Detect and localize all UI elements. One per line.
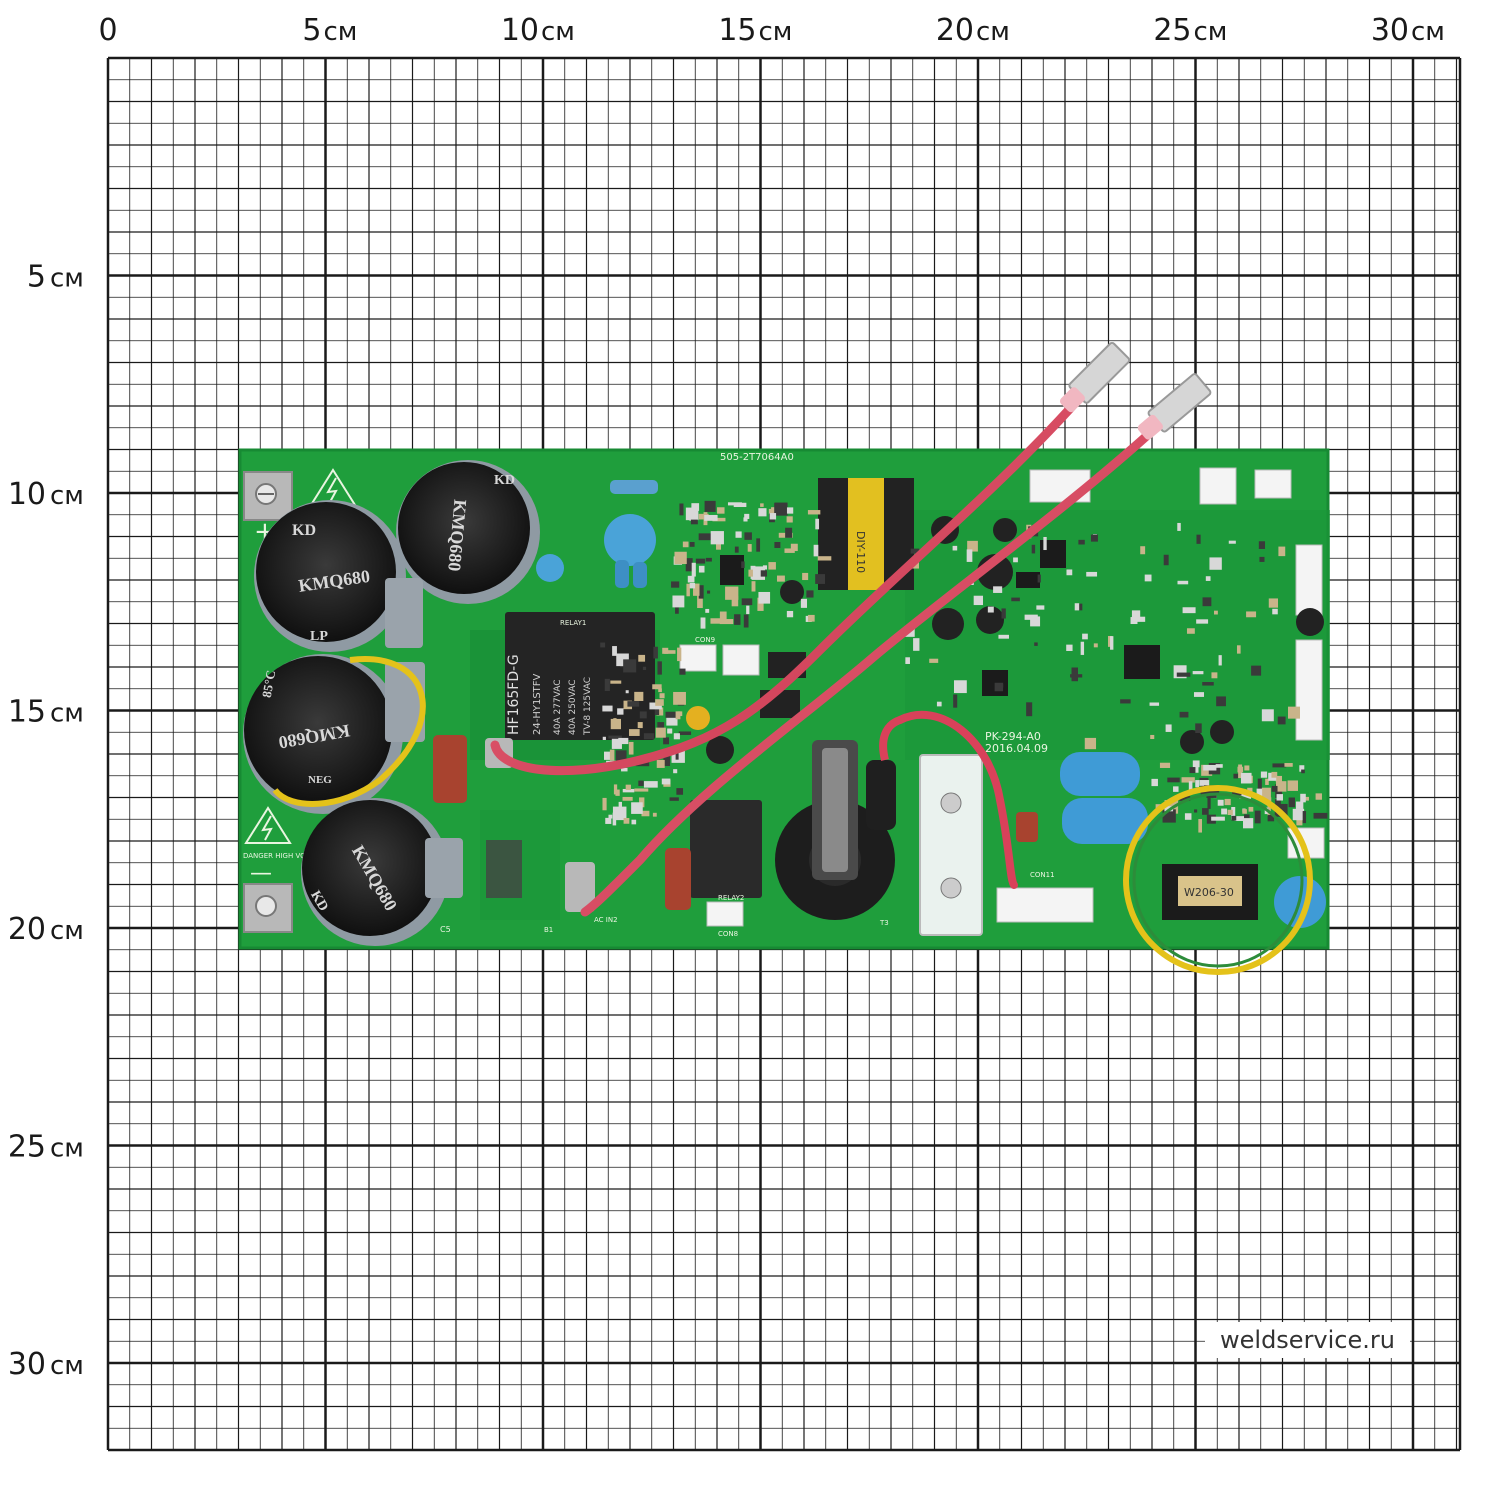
- connector-con8: [706, 901, 744, 927]
- high-voltage-warning-icon-2: DANGER HIGH VOLTAGE: [243, 806, 327, 860]
- smd-component-area: [600, 500, 1328, 833]
- red-wires: [490, 342, 1212, 917]
- transformer: DIY-110: [818, 478, 914, 590]
- transformer-label: DIY-110: [854, 531, 867, 573]
- x-axis-tick-label: 0: [98, 13, 117, 48]
- x-axis-tick-label: 15: [718, 13, 756, 48]
- relay-rating-3: TV-8 125VAC: [583, 677, 593, 736]
- relay-rating-2: 40A 250VAC: [568, 679, 578, 735]
- spade-terminal-1: [1059, 342, 1131, 413]
- x-axis-tick-label: 30: [1371, 13, 1409, 48]
- con11-ref-label: CON11: [1030, 871, 1055, 879]
- capacitor-2-brand: KD: [494, 473, 515, 488]
- ac-in2-ref-label: AC IN2: [594, 916, 618, 924]
- relay-code-label: 24-HY1STFV: [532, 673, 543, 735]
- choke-w206: W206-30: [1162, 864, 1326, 928]
- x-axis-unit-label: см: [976, 17, 1010, 47]
- x-axis-tick-label: 20: [936, 13, 974, 48]
- minus-sign-label: —: [250, 861, 272, 886]
- negative-terminal: —: [243, 861, 293, 933]
- positive-terminal: +: [243, 471, 293, 547]
- connector-con11: [996, 887, 1094, 923]
- earth-wire-loop: [1123, 785, 1313, 975]
- yellow-wire-1: [272, 656, 426, 807]
- x-axis-unit-label: см: [1194, 17, 1228, 47]
- circuit-board: + — DANGER HIGH VOLTAGE 505-2T7064A0 KMQ…: [238, 448, 1330, 975]
- capacitor-3-maker: NEG: [308, 774, 332, 786]
- part-number-label: 505-2T7064A0: [720, 452, 794, 463]
- relay-rating-1: 40A 277VAC: [553, 679, 563, 735]
- pcb-model-label: PK-294-A0: [985, 730, 1041, 743]
- red-wire-2: [580, 405, 1180, 917]
- toroid-t3: T3: [775, 740, 896, 927]
- relay2-ref-label: RELAY2: [718, 894, 744, 902]
- x-axis-tick-label: 5: [302, 13, 321, 48]
- y-axis-unit-label: см: [50, 481, 84, 511]
- x-axis-tick-label: 10: [501, 13, 539, 48]
- y-axis-tick-label: 10: [8, 477, 46, 512]
- x-axis-unit-label: см: [324, 17, 358, 47]
- c5-ref-label: C5: [440, 925, 451, 934]
- y-axis-unit-label: см: [50, 699, 84, 729]
- y-axis-tick-label: 5: [27, 260, 46, 295]
- capacitor-1: KMQ680 KD LP: [254, 500, 406, 652]
- x-axis-tick-label: 25: [1153, 13, 1191, 48]
- red-wire-1: [490, 375, 1100, 776]
- relay-model-label: HF165FD-G: [506, 654, 522, 735]
- pcb-date-label: 2016.04.09: [985, 742, 1048, 755]
- watermark: weldservice.ru: [1205, 1322, 1410, 1358]
- t3-ref-label: T3: [879, 919, 889, 927]
- spade-terminal-2: [1137, 373, 1212, 440]
- red-wire-3: [896, 710, 1018, 889]
- relay1-ref-label: RELAY1: [560, 619, 586, 627]
- y-axis-tick-label: 30: [8, 1347, 46, 1382]
- film-capacitor-1: [1060, 752, 1140, 796]
- y-axis-tick-label: 20: [8, 912, 46, 947]
- b1-ref-label: B1: [544, 926, 553, 934]
- y-axis-tick-label: 15: [8, 695, 46, 730]
- danger-text: DANGER HIGH VOLTAGE: [243, 852, 327, 860]
- y-axis-unit-label: см: [50, 916, 84, 946]
- capacitor-2: KMQ680 KD: [396, 460, 540, 604]
- varistor-1: [604, 514, 656, 566]
- x-axis-unit-label: см: [541, 17, 575, 47]
- resistor-r2: [610, 480, 658, 494]
- capacitor-3: KMQ680 85°C NEG: [243, 654, 403, 814]
- capacitor-1-series: LP: [310, 629, 328, 644]
- y-axis-unit-label: см: [50, 264, 84, 294]
- relay-2: RELAY2: [690, 800, 762, 902]
- con9-ref-label: CON9: [695, 636, 715, 644]
- choke-label: W206-30: [1184, 886, 1234, 899]
- y-axis-tick-label: 25: [8, 1130, 46, 1165]
- y-axis-unit-label: см: [50, 1351, 84, 1381]
- capacitor-4: KMQ680 KD C5: [301, 798, 451, 946]
- con8-ref-label: CON8: [718, 930, 738, 938]
- fuse-holder: [919, 754, 983, 936]
- x-axis-unit-label: см: [759, 17, 793, 47]
- film-capacitor-2: [1062, 798, 1148, 844]
- connector-con9: [679, 644, 717, 672]
- y-axis-unit-label: см: [50, 1134, 84, 1164]
- x-axis-unit-label: см: [1411, 17, 1445, 47]
- capacitor-1-brand: KD: [292, 522, 316, 539]
- relay-1: HF165FD-G 24-HY1STFV 40A 277VAC 40A 250V…: [505, 612, 655, 740]
- capacitor-3-temp: 85°C: [259, 669, 279, 699]
